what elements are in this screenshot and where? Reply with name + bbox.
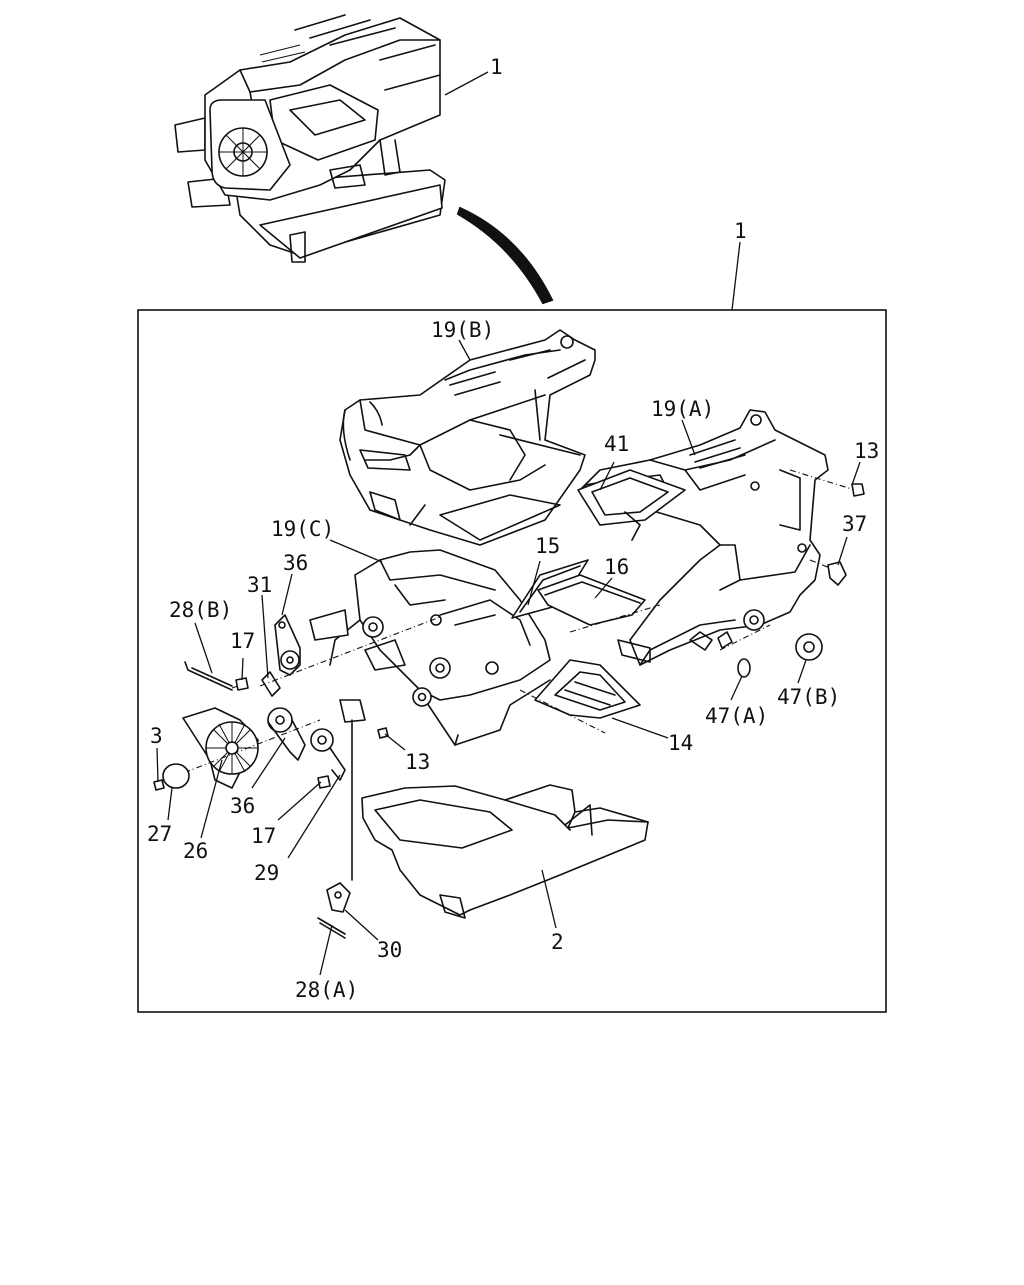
callout-26: 26	[183, 839, 208, 863]
callout-2: 2	[551, 930, 564, 954]
callout-47b: 47(B)	[777, 685, 840, 709]
callout-36-upper: 36	[283, 551, 308, 575]
callout-29: 29	[254, 861, 279, 885]
callout-19a: 19(A)	[651, 397, 714, 421]
callout-28b: 28(B)	[169, 598, 232, 622]
overview-assembly	[174, 14, 446, 263]
door-16	[537, 574, 661, 663]
callout-labels: 19(B) 19(A) 41 13 37 19(C) 15 16 36 31 2…	[147, 318, 879, 1002]
callout-17-lower: 17	[251, 824, 276, 848]
callout-36-lower: 36	[230, 794, 255, 818]
callout-28a: 28(A)	[295, 978, 358, 1002]
case-19c	[309, 549, 551, 746]
callout-17-upper: 17	[230, 629, 255, 653]
link-26	[159, 707, 321, 789]
callout-15: 15	[535, 534, 560, 558]
rod-28b	[184, 661, 233, 691]
clip-37	[809, 559, 847, 586]
cam-27	[162, 763, 190, 789]
callout-19b: 19(B)	[431, 318, 494, 342]
lever-36-upper	[274, 614, 301, 676]
callout-31: 31	[247, 573, 272, 597]
callout-1-main: 1	[734, 219, 747, 243]
bolt-13-mid	[377, 727, 389, 739]
callout-47a: 47(A)	[705, 704, 768, 728]
duct-41	[577, 469, 686, 541]
screw-17-lower	[317, 775, 331, 789]
screw-17-upper	[231, 677, 249, 691]
zoom-arrow	[456, 206, 554, 305]
callout-1-overview: 1	[490, 55, 503, 79]
door-14	[519, 659, 641, 734]
screw-3	[153, 779, 165, 791]
lower-case-2	[361, 784, 649, 919]
leader-lines	[156, 339, 861, 976]
callout-37: 37	[842, 512, 867, 536]
callout-13-mid: 13	[405, 750, 430, 774]
lever-36-lower	[267, 707, 306, 761]
callout-19c: 19(C)	[271, 517, 334, 541]
grommets-47	[719, 609, 823, 678]
lever-29	[310, 728, 346, 781]
callout-14: 14	[668, 731, 693, 755]
callout-13-right: 13	[854, 439, 879, 463]
lever-30	[326, 719, 353, 913]
callout-41: 41	[604, 432, 629, 456]
callout-16: 16	[604, 555, 629, 579]
callout-30: 30	[377, 938, 402, 962]
callout-3: 3	[150, 724, 163, 748]
detail-frame	[137, 309, 887, 1013]
case-19b	[339, 329, 596, 546]
bolt-13-right	[789, 469, 865, 497]
callout-27: 27	[147, 822, 172, 846]
